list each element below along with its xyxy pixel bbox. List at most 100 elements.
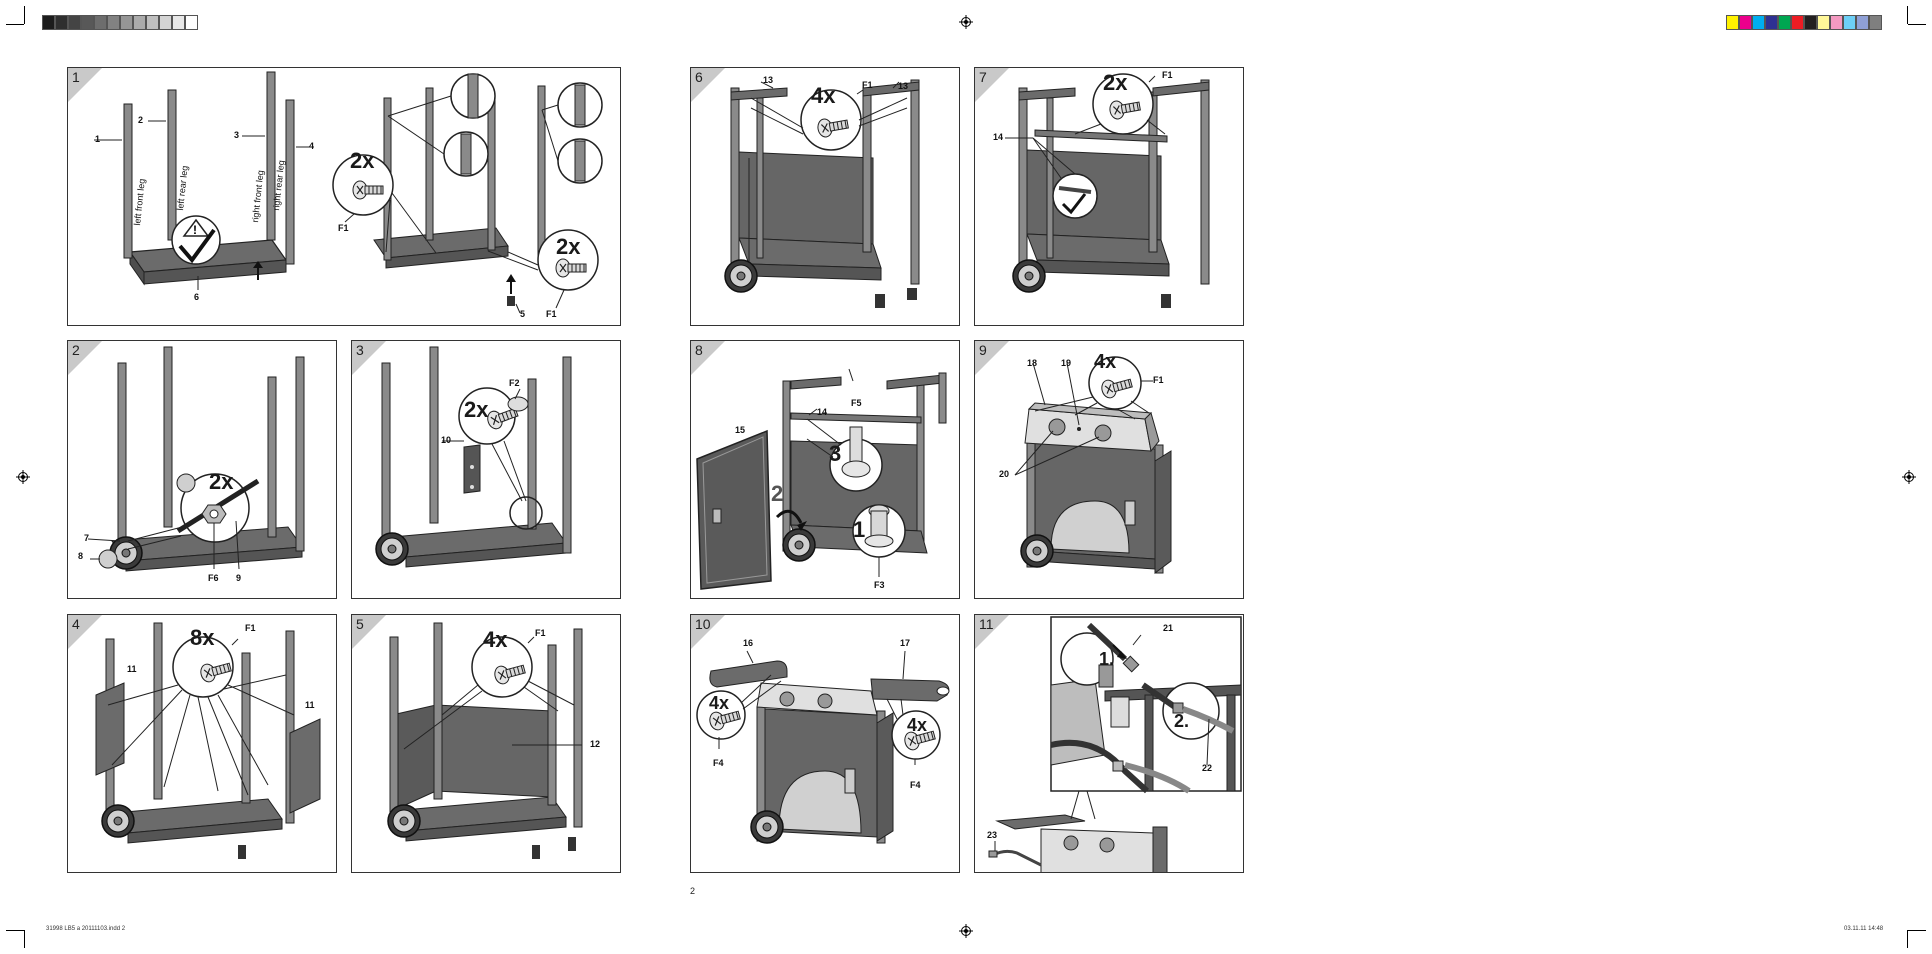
crop-mark xyxy=(1908,24,1926,25)
step-order-label: 3 xyxy=(829,441,842,466)
step-order-label: 1 xyxy=(853,517,866,542)
color-swatch xyxy=(1817,15,1830,30)
step-number: 6 xyxy=(695,69,703,85)
step-number: 11 xyxy=(979,616,994,632)
fastener-label: F4 xyxy=(910,780,921,790)
part-label: 16 xyxy=(743,638,754,648)
step-corner xyxy=(691,341,725,375)
gray-swatch xyxy=(133,15,146,30)
step-order-label: 2 xyxy=(771,481,784,506)
step-panel-10: 10 16 17 F4 F4 4x 4x xyxy=(690,614,960,873)
frame-illustration xyxy=(95,622,321,859)
grill-cart-illustration xyxy=(696,650,950,844)
step-panel-7: 7 14 F1 2x xyxy=(974,67,1244,326)
part-label: 5 xyxy=(520,309,526,319)
part-label: 1 xyxy=(95,134,101,144)
part-label: 23 xyxy=(987,830,998,840)
step-number: 5 xyxy=(356,616,364,632)
step-corner xyxy=(352,341,386,375)
step-panel-3: 3 10 F2 2x xyxy=(351,340,621,599)
gray-swatch xyxy=(120,15,133,30)
frame-illustration xyxy=(375,346,572,568)
step-number: 7 xyxy=(979,69,987,85)
crop-mark xyxy=(24,6,25,24)
step-panel-4: 4 11 11 F1 8x xyxy=(67,614,337,873)
step-panel-1: 1 ! xyxy=(67,67,621,326)
part-label: 13 xyxy=(898,81,909,91)
grill-cart-illustration xyxy=(696,368,947,590)
svg-text:!: ! xyxy=(193,223,197,237)
part-label: 22 xyxy=(1202,763,1213,773)
part-label: 15 xyxy=(735,425,746,435)
step-panel-11: 11 21 22 23 1. 2. xyxy=(974,614,1244,873)
fastener-label: F1 xyxy=(535,628,546,638)
quantity-callout: 2x xyxy=(1103,70,1128,95)
step-corner xyxy=(68,341,102,375)
crop-mark xyxy=(1907,930,1908,948)
fastener-label: F6 xyxy=(208,573,219,583)
part-label: 18 xyxy=(1027,358,1038,368)
step-corner xyxy=(352,615,386,649)
step-corner xyxy=(975,341,1009,375)
quantity-callout: 4x xyxy=(1094,351,1117,373)
color-swatch xyxy=(1739,15,1752,30)
step-number: 10 xyxy=(695,616,711,632)
part-label: 2 xyxy=(138,115,144,125)
crop-mark xyxy=(24,930,25,948)
color-swatch xyxy=(1791,15,1804,30)
step-corner xyxy=(691,615,725,649)
part-label: 7 xyxy=(84,533,90,543)
grill-cart-illustration xyxy=(724,79,920,308)
quantity-callout: 2x xyxy=(350,148,375,173)
color-swatch xyxy=(1869,15,1882,30)
color-swatch xyxy=(1726,15,1739,30)
crop-mark xyxy=(6,930,24,931)
step-panel-6: 6 13 13 F1 4x xyxy=(690,67,960,326)
part-label: 10 xyxy=(441,435,452,445)
fastener-label: F3 xyxy=(874,580,885,590)
part-label: 4 xyxy=(309,141,315,151)
fastener-label: F4 xyxy=(713,758,724,768)
color-swatch xyxy=(1752,15,1765,30)
gas-connection-illustration xyxy=(988,616,1242,872)
step-corner xyxy=(68,68,102,102)
crop-mark xyxy=(1907,6,1908,24)
color-swatch xyxy=(1856,15,1869,30)
crop-mark xyxy=(6,24,24,25)
quantity-callout: 8x xyxy=(190,625,215,650)
gray-swatch xyxy=(146,15,159,30)
gray-swatch xyxy=(68,15,81,30)
step-number: 4 xyxy=(72,616,80,632)
step-number: 1 xyxy=(72,69,80,85)
step-panel-9: 9 18 19 20 F1 4x xyxy=(974,340,1244,599)
part-label: 8 xyxy=(78,551,84,561)
part-label: 21 xyxy=(1163,623,1174,633)
registration-mark-icon xyxy=(16,470,30,484)
footer-timestamp: 03.11.11 14:48 xyxy=(1844,926,1884,932)
registration-mark-icon xyxy=(1902,470,1916,484)
quantity-callout: 2x xyxy=(209,469,234,494)
fastener-label: F1 xyxy=(546,309,557,319)
crop-mark xyxy=(1908,930,1926,931)
part-label: 19 xyxy=(1061,358,1072,368)
fastener-label: F2 xyxy=(509,378,520,388)
registration-mark-icon xyxy=(959,15,973,29)
part-label: 9 xyxy=(236,573,242,583)
color-swatch xyxy=(1830,15,1843,30)
fastener-label: F1 xyxy=(1153,375,1164,385)
gray-swatch xyxy=(55,15,68,30)
step-order-label: 1. xyxy=(1099,649,1115,669)
color-swatch xyxy=(1843,15,1856,30)
gray-swatch xyxy=(185,15,198,30)
step-number: 9 xyxy=(979,342,987,358)
gray-swatch xyxy=(94,15,107,30)
step-panel-8: 8 15 14 F5 F3 2 3 1 xyxy=(690,340,960,599)
part-label: 14 xyxy=(993,132,1004,142)
part-label: 17 xyxy=(900,638,911,648)
color-swatch xyxy=(1804,15,1817,30)
step-corner xyxy=(975,68,1009,102)
gray-swatch xyxy=(42,15,55,30)
part-label: 3 xyxy=(234,130,240,140)
quantity-callout: 2x xyxy=(464,397,489,422)
step-order-label: 2. xyxy=(1174,711,1190,731)
